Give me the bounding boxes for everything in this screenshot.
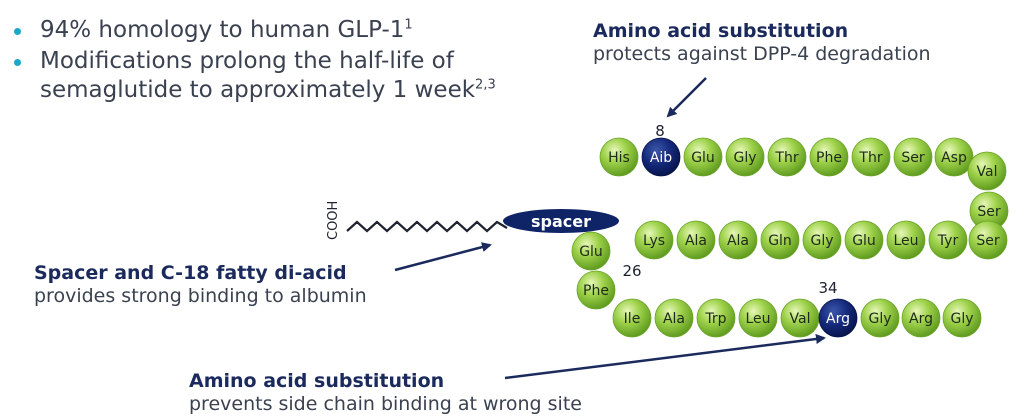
amino-acid-label: His <box>608 150 630 166</box>
amino-acid-label: Asp <box>941 150 967 166</box>
callout-top-arrow <box>666 77 707 118</box>
amino-acid-label: Ser <box>901 150 925 166</box>
amino-acid-bead-gly <box>942 298 982 338</box>
callout-left-arrow <box>394 242 492 272</box>
amino-acid-label: Ile <box>624 311 641 327</box>
callout-bottom-body: prevents side chain binding at wrong sit… <box>189 393 582 415</box>
amino-acid-label: Gly <box>733 150 756 166</box>
amino-acid-bead-gly <box>860 298 900 338</box>
amino-acid-label: Ser <box>977 204 1001 220</box>
position-label-26: 26 <box>622 262 641 280</box>
amino-acid-label: Val <box>977 164 998 180</box>
amino-acid-bead-ser <box>968 220 1008 260</box>
amino-acid-label: Arg <box>826 311 850 327</box>
amino-acid-label: Glu <box>579 244 603 260</box>
amino-acid-label: Gly <box>810 233 833 249</box>
bullet-list: 94% homology to human GLP-11 Modificatio… <box>14 16 600 107</box>
callout-bottom: Amino acid substitution prevents side ch… <box>189 370 582 416</box>
amino-acid-bead-asp <box>934 137 974 177</box>
amino-acid-bead-glu <box>683 137 723 177</box>
bullet-text: Modifications prolong the half-life of s… <box>40 48 476 103</box>
amino-acid-bead-ile <box>612 298 652 338</box>
callout-top-body: protects against DPP-4 degradation <box>593 43 931 65</box>
callout-left: Spacer and C-18 fatty di-acid provides s… <box>34 262 367 308</box>
amino-acid-label: Aib <box>650 150 672 166</box>
amino-acid-label: Leu <box>893 233 918 249</box>
amino-acid-bead-gln <box>760 220 800 260</box>
amino-acid-label: Glu <box>691 150 715 166</box>
bullet-dot-icon <box>14 28 21 35</box>
amino-acid-label: Thr <box>774 150 798 166</box>
amino-acid-bead-gly <box>802 220 842 260</box>
callout-left-title: Spacer and C-18 fatty di-acid <box>34 262 347 284</box>
amino-acid-label: Arg <box>909 311 933 327</box>
amino-acid-label: Lys <box>643 233 665 249</box>
position-label-34: 34 <box>818 279 837 297</box>
bullet-footnote: 2,3 <box>475 77 496 93</box>
callout-bottom-arrow <box>504 334 826 380</box>
amino-acid-bead-ala <box>654 298 694 338</box>
amino-acid-bead-glu <box>571 231 611 271</box>
amino-acid-label: Gln <box>768 233 792 249</box>
spacer-label: spacer <box>531 212 591 231</box>
amino-acid-bead-gly <box>725 137 765 177</box>
amino-acid-label: Leu <box>745 311 770 327</box>
amino-acid-bead-val <box>967 151 1007 191</box>
fatty-acid-chain <box>346 220 508 233</box>
amino-acid-bead-his <box>599 137 639 177</box>
amino-acid-label: Ser <box>976 233 1000 249</box>
amino-acid-bead-glu <box>844 220 884 260</box>
amino-acid-bead-tyr <box>928 220 968 260</box>
amino-acid-label: Tyr <box>937 233 959 249</box>
bullet-item: 94% homology to human GLP-11 <box>14 16 600 45</box>
bullet-footnote: 1 <box>404 17 413 33</box>
amino-acid-bead-ala <box>718 220 758 260</box>
amino-acid-bead-thr <box>767 137 807 177</box>
cooh-label: COOH <box>326 201 341 240</box>
amino-acid-bead-arg <box>818 298 858 338</box>
amino-acid-label: Glu <box>852 233 876 249</box>
spacer-ellipse <box>503 209 619 233</box>
bullet-item: Modifications prolong the half-life of s… <box>14 47 600 105</box>
callout-top-title: Amino acid substitution <box>593 20 849 42</box>
bullet-text: 94% homology to human GLP-1 <box>40 17 405 43</box>
amino-acid-bead-ser <box>893 137 933 177</box>
amino-acid-label: Gly <box>950 311 973 327</box>
amino-acid-label: Phe <box>816 150 842 166</box>
amino-acid-label: Trp <box>704 311 726 327</box>
amino-acid-label: Thr <box>858 150 882 166</box>
amino-acid-label: Phe <box>583 283 609 299</box>
amino-acid-bead-trp <box>696 298 736 338</box>
amino-acid-bead-lys <box>634 220 674 260</box>
amino-acid-label: Ala <box>663 311 685 327</box>
callout-left-body: provides strong binding to albumin <box>34 285 367 307</box>
bullet-dot-icon <box>14 59 21 66</box>
amino-acid-label: Ala <box>727 233 749 249</box>
amino-acid-bead-ala <box>676 220 716 260</box>
amino-acid-bead-thr <box>851 137 891 177</box>
callout-top: Amino acid substitution protects against… <box>593 20 931 66</box>
amino-acid-bead-phe <box>576 270 616 310</box>
amino-acid-bead-aib <box>641 137 681 177</box>
position-label-8: 8 <box>655 122 665 140</box>
amino-acid-bead-leu <box>886 220 926 260</box>
amino-acid-bead-leu <box>738 298 778 338</box>
amino-acid-bead-phe <box>809 137 849 177</box>
amino-acid-label: Ala <box>685 233 707 249</box>
callout-bottom-title: Amino acid substitution <box>189 370 445 392</box>
amino-acid-label: Gly <box>868 311 891 327</box>
amino-acid-label: Val <box>790 311 811 327</box>
amino-acid-bead-arg <box>901 298 941 338</box>
